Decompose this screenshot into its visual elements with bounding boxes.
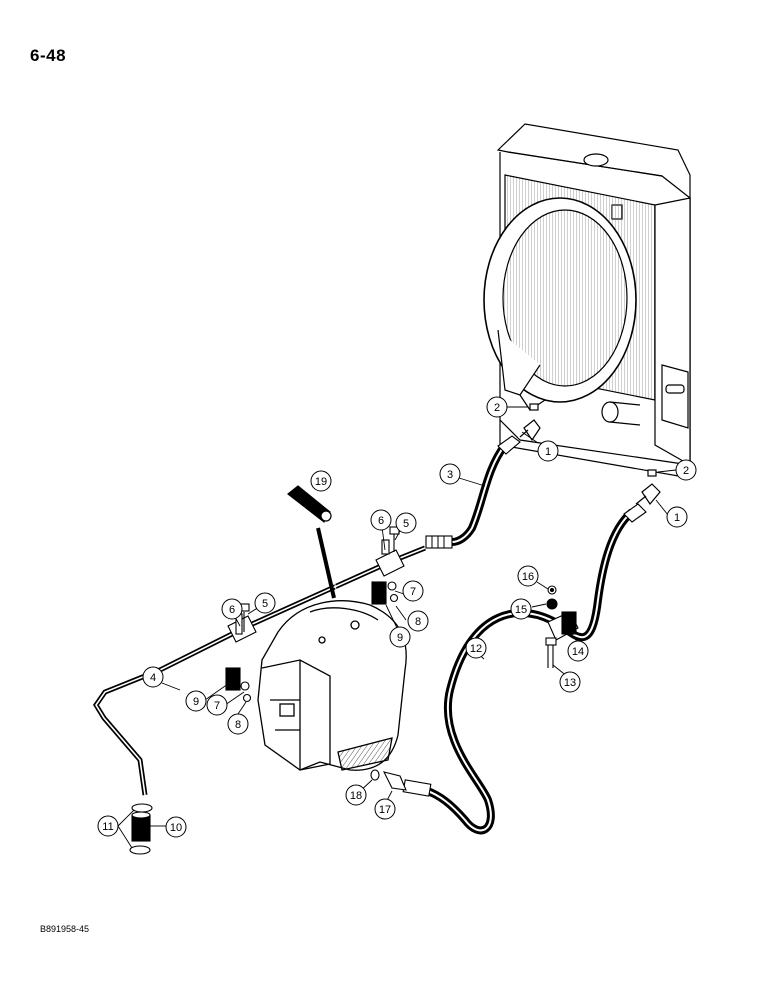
svg-text:1: 1	[545, 446, 551, 458]
elbow-fitting-upper	[519, 403, 541, 442]
callout-4: 4	[142, 666, 164, 688]
svg-text:5: 5	[262, 598, 268, 610]
callout-16: 16	[517, 565, 539, 587]
svg-text:8: 8	[235, 719, 241, 731]
svg-text:5: 5	[403, 518, 409, 530]
svg-text:10: 10	[170, 822, 182, 834]
lower-hose	[402, 503, 647, 835]
svg-text:8: 8	[415, 616, 421, 628]
page-number: 6-48	[30, 46, 67, 65]
svg-text:9: 9	[193, 696, 199, 708]
hose-clamp-assembly	[545, 585, 579, 668]
svg-text:6: 6	[229, 604, 235, 616]
svg-text:1: 1	[674, 512, 680, 524]
callout-9a: 9	[389, 626, 411, 648]
callout-7a: 7	[402, 580, 424, 602]
svg-text:2: 2	[683, 465, 689, 477]
radiator-assembly	[483, 123, 691, 479]
callout-6b: 6	[221, 598, 243, 620]
svg-text:16: 16	[522, 571, 534, 583]
callout-8a: 8	[407, 610, 429, 632]
callout-2a: 2	[486, 396, 508, 418]
tube-end-hose	[129, 803, 153, 855]
strap	[287, 485, 339, 599]
callout-5b: 5	[254, 592, 276, 614]
callout-8b: 8	[227, 713, 249, 735]
callout-14: 14	[567, 640, 589, 662]
callout-19: 19	[310, 470, 332, 492]
svg-text:9: 9	[397, 632, 403, 644]
svg-text:15: 15	[515, 604, 527, 616]
svg-text:19: 19	[315, 476, 327, 488]
coolant-tube	[93, 545, 426, 796]
callout-5a: 5	[395, 512, 417, 534]
drawing-code: B891958-45	[40, 924, 90, 934]
svg-text:3: 3	[447, 469, 453, 481]
callout-1b: 1	[666, 506, 688, 528]
callout-12: 12	[465, 637, 487, 659]
callout-9b: 9	[185, 690, 207, 712]
callout-1a: 1	[537, 440, 559, 462]
callout-13: 13	[559, 671, 581, 693]
tube-clamp-left	[225, 603, 257, 703]
svg-text:12: 12	[470, 643, 482, 655]
callout-10: 10	[165, 816, 187, 838]
pump-housing	[257, 600, 407, 771]
svg-text:4: 4	[150, 672, 156, 684]
svg-text:11: 11	[102, 821, 113, 833]
callout-2b: 2	[675, 459, 697, 481]
svg-text:14: 14	[572, 646, 584, 658]
svg-text:17: 17	[379, 804, 391, 816]
svg-text:18: 18	[350, 790, 362, 802]
callout-18: 18	[345, 784, 367, 806]
callout-11: 11	[97, 815, 119, 837]
svg-text:7: 7	[410, 586, 416, 598]
upper-hose	[425, 435, 521, 549]
callout-17: 17	[374, 798, 396, 820]
elbow-fitting-lower	[635, 469, 661, 506]
tube-clamp-right	[371, 526, 405, 605]
callout-3: 3	[439, 463, 461, 485]
svg-text:13: 13	[564, 677, 576, 689]
pump-fitting	[370, 769, 407, 791]
svg-text:2: 2	[494, 402, 500, 414]
callout-7b: 7	[206, 694, 228, 716]
callout-6a: 6	[370, 509, 392, 531]
svg-text:7: 7	[214, 700, 220, 712]
callout-15: 15	[510, 598, 532, 620]
svg-text:6: 6	[378, 515, 384, 527]
